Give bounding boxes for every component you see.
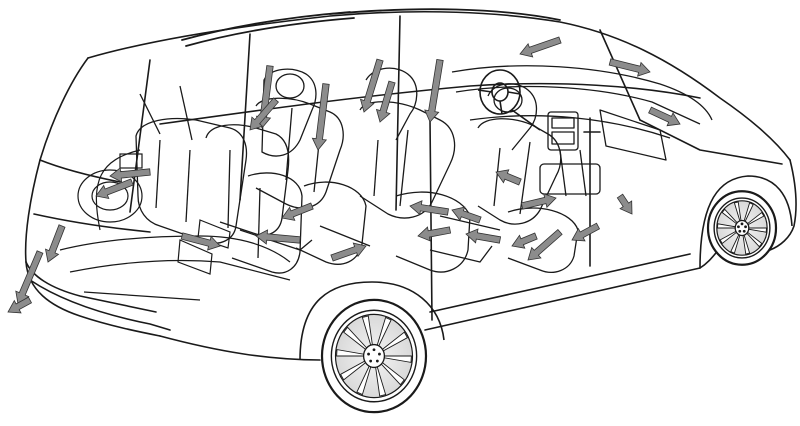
body-outline [24,10,797,361]
airflow-arrow-6 [180,232,221,251]
airflow-arrow-2 [44,224,66,263]
airflow-arrow-16 [409,200,449,216]
airflow-arrow-21 [527,229,563,261]
airflow-arrow-18 [451,206,482,224]
airflow-arrows [7,36,681,314]
roof-rail [181,8,561,47]
airflow-arrow-5 [95,178,134,200]
front-wheel [706,190,778,266]
airflow-arrow-13 [359,58,384,113]
wheel-arches [299,175,793,361]
airflow-arrow-23 [520,193,557,210]
airflow-arrow-24 [495,169,522,186]
airflow-arrow-28 [648,106,681,127]
airflow-arrow-15 [424,59,444,123]
airflow-arrow-22 [571,222,601,242]
airflow-arrow-20 [511,232,538,249]
airflow-arrow-4 [109,167,151,183]
airflow-arrow-12 [311,83,330,151]
airflow-arrow-25 [616,193,633,215]
airflow-arrow-14 [375,80,396,123]
airflow-arrow-26 [519,36,562,58]
rear-cargo-area [59,149,291,301]
airflow-arrow-9 [281,202,314,221]
airflow-arrow-11 [249,97,279,131]
dashboard [451,65,713,197]
airflow-arrow-19 [465,228,502,244]
airflow-arrow-17 [417,226,452,242]
airflow-arrow-3 [7,296,33,314]
airflow-arrow-8 [330,242,367,262]
airflow-arrow-27 [608,58,651,77]
steering-wheel [477,69,541,131]
airflow-arrow-7 [255,229,301,245]
rear-bench-seat [135,85,313,274]
rear-wheel [320,298,428,414]
